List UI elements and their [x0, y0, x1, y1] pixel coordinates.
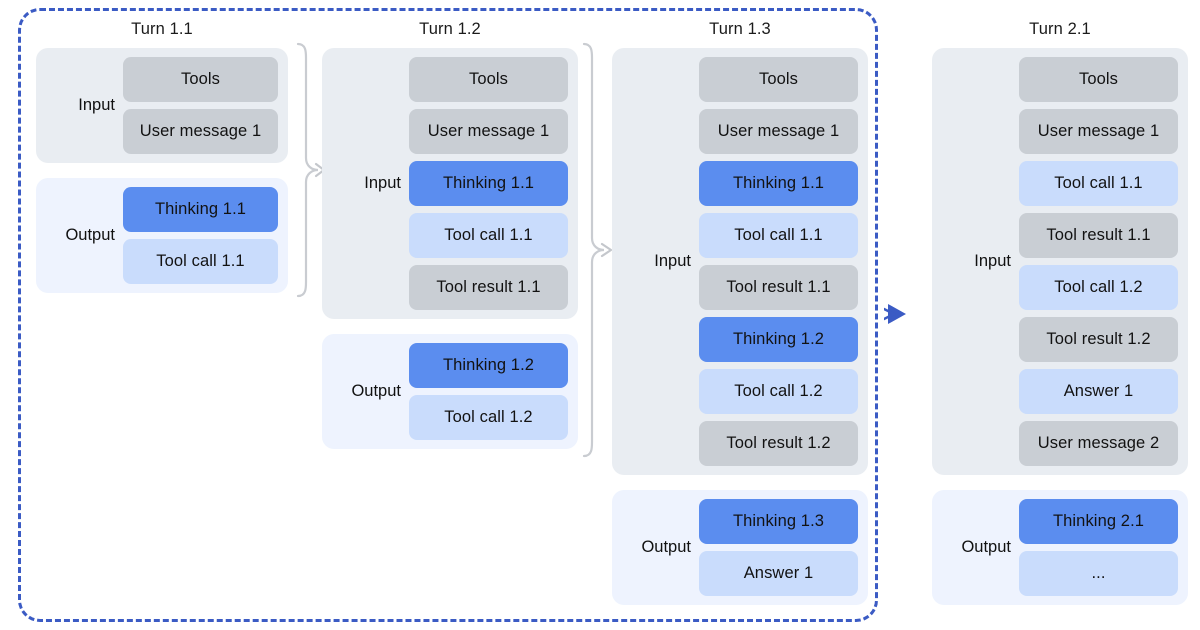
chip-tool-result-1-2[interactable]: Tool result 1.2 — [1019, 317, 1178, 362]
output-rows: Thinking 2.1 ... — [1019, 499, 1178, 596]
input-label: Input — [974, 252, 1011, 270]
arrow-turn1_3-to-turn2_1 — [882, 300, 914, 333]
section-gap — [932, 475, 1188, 490]
output-rows: Thinking 1.3 Answer 1 — [699, 499, 858, 596]
output-section: Output Thinking 1.2 Tool call 1.2 — [322, 334, 578, 449]
chip-answer-1[interactable]: Answer 1 — [699, 551, 858, 596]
chip-tools[interactable]: Tools — [409, 57, 568, 102]
chip-thinking-2-1[interactable]: Thinking 2.1 — [1019, 499, 1178, 544]
chip-tools[interactable]: Tools — [1019, 57, 1178, 102]
chip-answer-1[interactable]: Answer 1 — [1019, 369, 1178, 414]
input-rows: Tools User message 1 Thinking 1.1 Tool c… — [409, 57, 568, 310]
output-section: Output Thinking 1.3 Answer 1 — [612, 490, 868, 605]
input-label: Input — [364, 174, 401, 192]
chip-user-message-1[interactable]: User message 1 — [1019, 109, 1178, 154]
output-section: Output Thinking 1.1 Tool call 1.1 — [36, 178, 288, 293]
input-section: Input Tools User message 1 Thinking 1.1 … — [612, 48, 868, 475]
input-label: Input — [78, 96, 115, 114]
section-gap — [612, 475, 868, 490]
chip-user-message-1[interactable]: User message 1 — [699, 109, 858, 154]
chip-thinking-1-3[interactable]: Thinking 1.3 — [699, 499, 858, 544]
output-label: Output — [65, 226, 115, 244]
chip-ellipsis[interactable]: ... — [1019, 551, 1178, 596]
input-rows: Tools User message 1 Tool call 1.1 Tool … — [1019, 57, 1178, 466]
input-rows: Tools User message 1 Thinking 1.1 Tool c… — [699, 57, 858, 466]
chip-thinking-1-2[interactable]: Thinking 1.2 — [699, 317, 858, 362]
chip-user-message-1[interactable]: User message 1 — [123, 109, 278, 154]
chip-tools[interactable]: Tools — [123, 57, 278, 102]
chip-tool-call-1-1[interactable]: Tool call 1.1 — [699, 213, 858, 258]
input-section: Input Tools User message 1 Thinking 1.1 … — [322, 48, 578, 319]
chip-tools[interactable]: Tools — [699, 57, 858, 102]
chip-thinking-1-2[interactable]: Thinking 1.2 — [409, 343, 568, 388]
turn-column-1-2: Turn 1.2 Input Tools User message 1 Thin… — [322, 18, 578, 449]
chip-tool-result-1-1[interactable]: Tool result 1.1 — [1019, 213, 1178, 258]
output-rows: Thinking 1.2 Tool call 1.2 — [409, 343, 568, 440]
turn-title: Turn 1.1 — [131, 20, 193, 38]
input-section: Input Tools User message 1 — [36, 48, 288, 163]
section-gap — [322, 319, 578, 334]
chip-thinking-1-1[interactable]: Thinking 1.1 — [409, 161, 568, 206]
bracket-turn1_1-to-turn1_2 — [292, 40, 326, 300]
chip-thinking-1-1[interactable]: Thinking 1.1 — [699, 161, 858, 206]
output-rows: Thinking 1.1 Tool call 1.1 — [123, 187, 278, 284]
turn-column-1-3: Turn 1.3 Input Tools User message 1 Thin… — [612, 18, 868, 605]
input-section: Input Tools User message 1 Tool call 1.1… — [932, 48, 1188, 475]
chip-tool-call-1-2[interactable]: Tool call 1.2 — [1019, 265, 1178, 310]
input-rows: Tools User message 1 — [123, 57, 278, 154]
turn-column-1-1: Turn 1.1 Input Tools User message 1 Outp… — [36, 18, 288, 293]
output-label: Output — [961, 538, 1011, 556]
input-label: Input — [654, 252, 691, 270]
chip-tool-result-1-1[interactable]: Tool result 1.1 — [699, 265, 858, 310]
chip-tool-result-1-1[interactable]: Tool result 1.1 — [409, 265, 568, 310]
chip-tool-call-1-1[interactable]: Tool call 1.1 — [123, 239, 278, 284]
turn-title: Turn 2.1 — [1029, 20, 1091, 38]
output-section: Output Thinking 2.1 ... — [932, 490, 1188, 605]
chip-user-message-2[interactable]: User message 2 — [1019, 421, 1178, 466]
turn-title: Turn 1.2 — [419, 20, 481, 38]
chip-tool-call-1-2[interactable]: Tool call 1.2 — [409, 395, 568, 440]
chip-tool-call-1-2[interactable]: Tool call 1.2 — [699, 369, 858, 414]
chip-tool-call-1-1[interactable]: Tool call 1.1 — [1019, 161, 1178, 206]
chip-tool-result-1-2[interactable]: Tool result 1.2 — [699, 421, 858, 466]
chip-tool-call-1-1[interactable]: Tool call 1.1 — [409, 213, 568, 258]
turn-title: Turn 1.3 — [709, 20, 771, 38]
bracket-turn1_2-to-turn1_3 — [578, 40, 614, 460]
chip-thinking-1-1[interactable]: Thinking 1.1 — [123, 187, 278, 232]
output-label: Output — [641, 538, 691, 556]
chip-user-message-1[interactable]: User message 1 — [409, 109, 568, 154]
turn-column-2-1: Turn 2.1 Input Tools User message 1 Tool… — [932, 18, 1188, 605]
section-gap — [36, 163, 288, 178]
output-label: Output — [351, 382, 401, 400]
